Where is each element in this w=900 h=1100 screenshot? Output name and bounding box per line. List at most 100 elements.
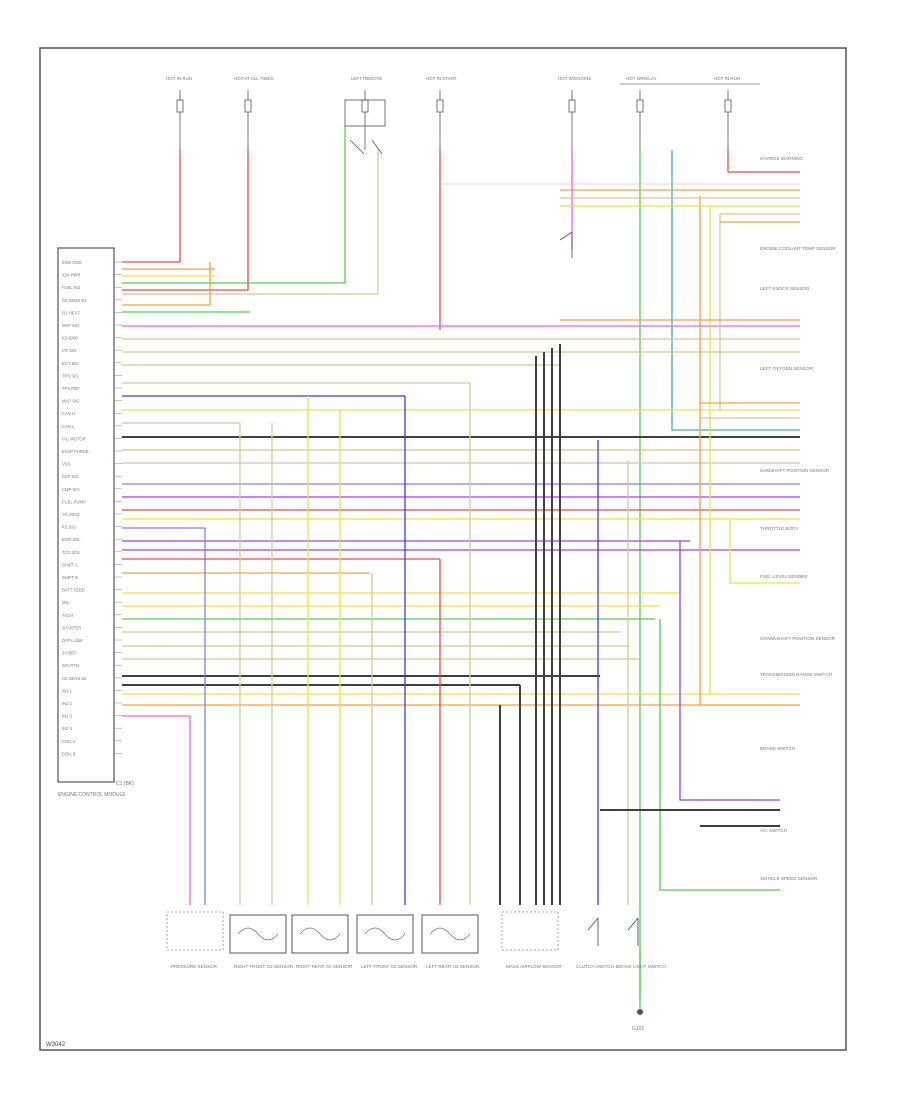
sensor-symbol <box>299 927 341 941</box>
pin-footer: C1 (BK) <box>116 781 134 787</box>
module-pin-label: MAP SIG <box>62 399 79 404</box>
component-label: CHARGE WARNING <box>760 156 803 161</box>
module-pin-label: CMP SIG <box>62 487 80 492</box>
sensor-box <box>501 911 559 951</box>
right-label-group: CHARGE WARNING ENGINE COOLANT TEMP SENSOR… <box>760 156 836 881</box>
module-pin-label: SIG RTN <box>62 663 79 668</box>
sensor-symbol <box>237 927 279 941</box>
module-pin-label: FUEL PUMP <box>62 499 86 504</box>
module-pin-label: KS SIG <box>62 525 76 530</box>
module-caption: ENGINE CONTROL MODULE <box>58 792 126 798</box>
relay-icon <box>344 99 386 127</box>
diagram-frame <box>39 47 847 1051</box>
module-pin-label: MAF SIG <box>62 323 79 328</box>
switch-symbol <box>627 917 639 946</box>
module-pin-label: BATT FEED <box>62 588 85 593</box>
corner-code: W3042 <box>46 1042 66 1048</box>
component-label: RIGHT REAR O2 SENSOR <box>296 964 353 969</box>
component-label: VEHICLE SPEED SENSOR <box>760 876 818 881</box>
module-pin-label: 5V REF <box>62 651 77 656</box>
module-pin-label: IAT SIG <box>62 348 77 353</box>
module-pin-label: COIL B <box>62 751 76 756</box>
feed-wire <box>122 126 346 284</box>
component-label: LEFT FRONT O2 SENSOR <box>361 964 418 969</box>
feed-wire <box>122 150 181 263</box>
module-pin-label: DATA LINK <box>62 638 83 643</box>
fuse-label: HOT W/ENGINE <box>558 76 591 81</box>
module-pin-label: STARTER <box>62 625 81 630</box>
component-label: FUEL LEVEL SENDER <box>760 574 808 579</box>
fuse-label: HOT AT ALL TIMES <box>234 76 274 81</box>
component-label: LEFT OXYGEN SENSOR <box>760 366 813 371</box>
module-pin-label: O2 SENS B2 <box>62 676 87 681</box>
sensor-symbol <box>429 927 471 941</box>
fuse-icon <box>436 99 444 113</box>
fuse-label: HOT IN RUN <box>714 76 740 81</box>
o2-sensor-box <box>356 914 414 954</box>
module-pin-label: EVAP PURGE <box>62 449 89 454</box>
module-pin-label: COIL A <box>62 739 76 744</box>
feed-wire <box>671 150 800 431</box>
component-label: LEFT REAR O2 SENSOR <box>426 964 480 969</box>
ground-label: G101 <box>632 1026 644 1032</box>
right-vertical-wire <box>679 541 780 801</box>
feed-wire <box>122 150 249 291</box>
right-vertical-wire <box>659 619 780 891</box>
module-pin-label: KS GND <box>62 336 78 341</box>
wire-group <box>122 126 800 1010</box>
ground-icon <box>637 1009 643 1015</box>
component-label: RIGHT FRONT O2 SENSOR <box>234 964 294 969</box>
relay-contact <box>349 139 383 155</box>
fuse-icon <box>176 99 184 113</box>
component-label: CRANKSHAFT POSITION SENSOR <box>760 636 836 641</box>
module-pin-label: TCC SOL <box>62 550 81 555</box>
module-pin-label: A/C REQ <box>62 512 80 517</box>
component-label: PRESSURE SENSOR <box>171 964 218 969</box>
component-label: TRANSMISSION RANGE SWITCH <box>760 672 832 677</box>
component-label: BRAKE SWITCH <box>760 746 795 751</box>
module-pin-label: CKP SIG <box>62 474 79 479</box>
module-pin-label: IAC MOTOR <box>62 436 86 441</box>
feed-wire <box>122 150 379 295</box>
module-pin-label: O2 SENS B1 <box>62 298 87 303</box>
component-label: MASS AIRFLOW SENSOR <box>506 964 562 969</box>
module-pin-label: INJ 3 <box>62 714 72 719</box>
module-pin-label: INJ 2 <box>62 701 72 706</box>
component-label: A/C SWITCH <box>760 828 787 833</box>
component-label: ENGINE COOLANT TEMP SENSOR <box>760 246 836 251</box>
module-pin-label: EGR SOL <box>62 537 81 542</box>
component-label: CAMSHAFT POSITION SENSOR <box>760 468 830 473</box>
module-pin-label: VSS <box>62 462 71 467</box>
fuse-icon <box>636 99 644 113</box>
sensor-box <box>166 911 224 951</box>
module-pin-label: ECT SIG <box>62 361 79 366</box>
switch-symbol <box>587 917 599 946</box>
module-pin-label: FUEL INJ <box>62 285 80 290</box>
module-pin-label: TPS REF <box>62 386 80 391</box>
sensor-symbol <box>364 927 406 941</box>
module-pin-label: TPS SIG <box>62 373 79 378</box>
module-pin-label: CAN H <box>62 411 75 416</box>
fuse-label: HOT IN RUN <box>166 76 192 81</box>
o2-sensor-box <box>291 914 349 954</box>
fuse-icon <box>724 99 732 113</box>
switch-icon <box>559 231 573 258</box>
module-pin-label: INJ 4 <box>62 726 72 731</box>
fuse-label: HOT IN START <box>426 76 457 81</box>
module-pin-label: SHIFT B <box>62 575 78 580</box>
component-label: CLUTCH SWITCH <box>576 964 614 969</box>
module-pin-label: INJ 1 <box>62 688 72 693</box>
fuse-icon <box>244 99 252 113</box>
fuse-icon <box>361 99 369 113</box>
module-pin-label: TACH <box>62 613 73 618</box>
component-label: LEFT KNOCK SENSOR <box>760 286 810 291</box>
o2-sensor-box <box>229 914 287 954</box>
module-pin-label: CAN L <box>62 424 75 429</box>
module-pin-label: ENG GND <box>62 260 82 265</box>
module-pin-label: SHIFT A <box>62 562 78 567</box>
module-pin-label: IGN PWR <box>62 273 80 278</box>
